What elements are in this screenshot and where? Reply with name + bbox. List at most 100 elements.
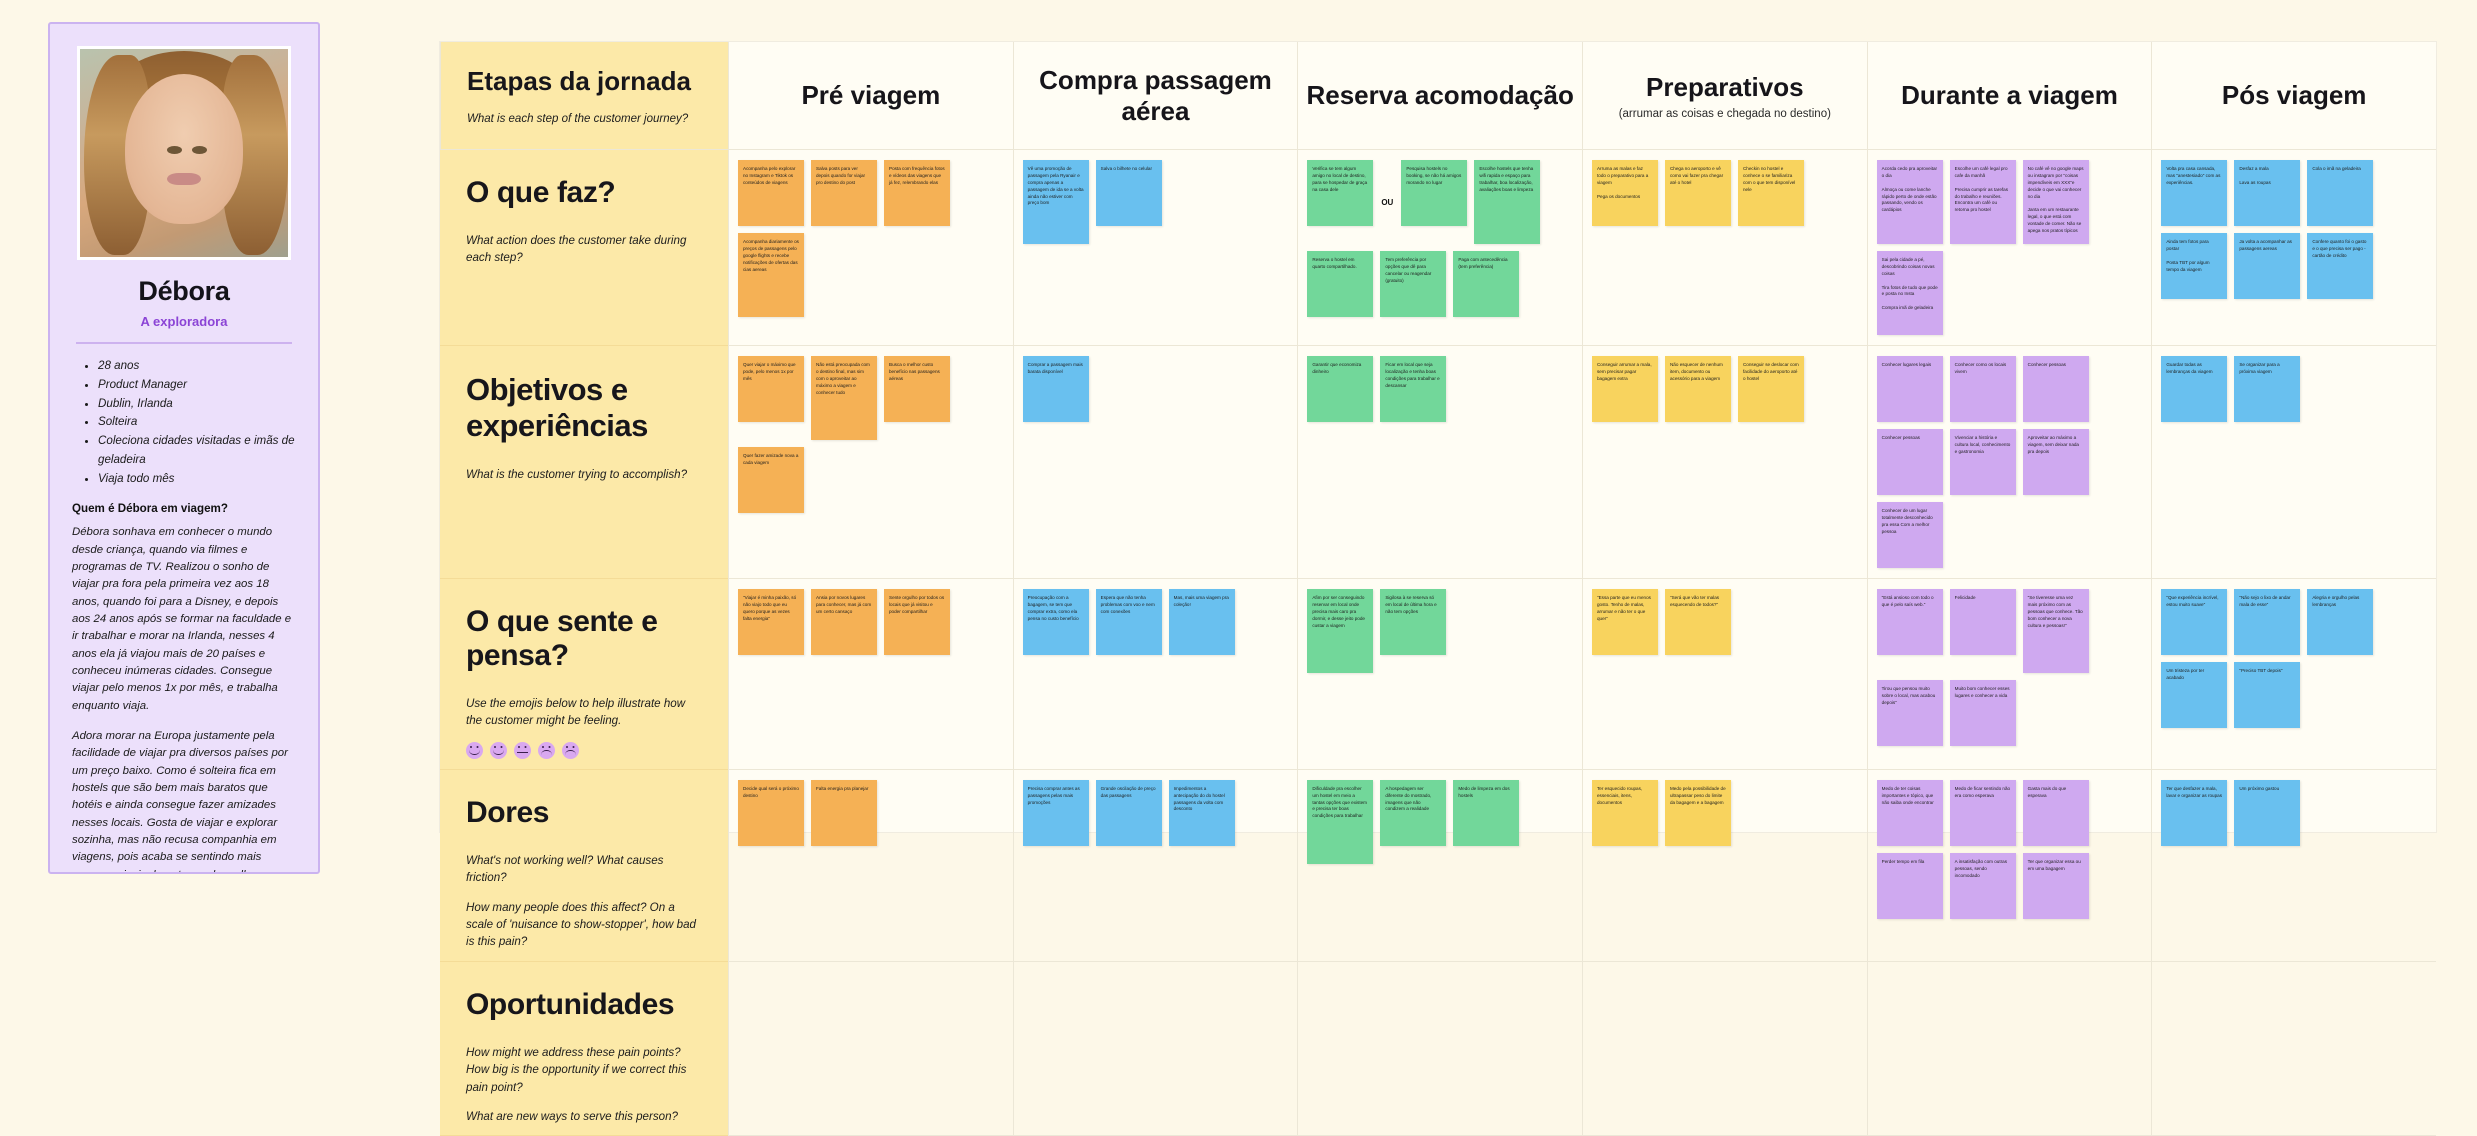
- persona-paragraph: Adora morar na Europa justamente pela fa…: [72, 730, 288, 872]
- sticky-note[interactable]: Perder tempo em fila: [1876, 852, 1943, 919]
- sticky-note[interactable]: "Essa parte que eu menos gosto. Tenho de…: [1591, 589, 1658, 655]
- sticky-note[interactable]: Ter que organizar essa ou em uma bagagem: [2022, 852, 2089, 919]
- persona-fact-item: Coleciona cidades visitadas e imãs de ge…: [98, 432, 296, 470]
- sticky-note[interactable]: Checkin no hostel e conhece o se familia…: [1737, 160, 1804, 226]
- sticky-note[interactable]: Chega no aeroporto e vê como vai fazer p…: [1664, 160, 1731, 226]
- sticky-note[interactable]: Um próximo gastou: [2234, 779, 2301, 846]
- sticky-note[interactable]: Sente orgulho por todos os locais que já…: [884, 589, 950, 655]
- sticky-note[interactable]: Mas, mais uma viagem pra coleção!: [1168, 589, 1235, 655]
- persona-photo: [77, 46, 291, 260]
- row-title: Oportunidades: [466, 987, 675, 1021]
- sticky-note[interactable]: Conseguir se deslocar com facilidade do …: [1737, 356, 1804, 422]
- sticky-note[interactable]: Alegria e orgulho pelas lembranças: [2307, 589, 2374, 655]
- sticky-note[interactable]: Se organizar para a próxima viagem: [2234, 356, 2301, 422]
- sticky-note[interactable]: Conseguir arrumar a mala, sem precisar p…: [1591, 356, 1658, 422]
- sticky-note[interactable]: Vivenciar a história e cultura local, co…: [1949, 429, 2016, 495]
- sticky-note-group: Acorda cedo pra aproveitar o dia Almoça …: [1876, 160, 2143, 335]
- sticky-note[interactable]: "Viajar é minha paixão, só não viajo tod…: [738, 589, 804, 655]
- sticky-note[interactable]: Ja volta a acompanhar as passagens aerea…: [2234, 233, 2301, 299]
- sticky-note[interactable]: Ainda tem fotos para postar Posta TBT po…: [2161, 233, 2228, 299]
- sticky-note[interactable]: Arruma as malas e faz todo o preparativo…: [1591, 160, 1658, 226]
- sticky-note[interactable]: Salva posts para ver depois quando for v…: [811, 160, 877, 226]
- sticky-note[interactable]: "Que experiência incrível, estou muito s…: [2161, 589, 2228, 655]
- sticky-note[interactable]: Conhecer pessoas: [1876, 429, 1943, 495]
- sticky-note[interactable]: Ter que desfazer a mala, lavar e organiz…: [2161, 779, 2228, 846]
- row-title: O que faz?: [466, 176, 616, 209]
- sticky-note[interactable]: Verifica se tem algum amigo no local de …: [1307, 160, 1374, 226]
- persona-facts-list: 28 anosProduct ManagerDublin, IrlandaSol…: [78, 357, 296, 488]
- sticky-note[interactable]: Precisa comprar antes as passagens pelas…: [1022, 779, 1089, 846]
- persona-fact-item: Viaja todo mês: [98, 470, 296, 489]
- sticky-note[interactable]: Ter esquecido roupas, essenciais, itens,…: [1591, 779, 1658, 846]
- sticky-note[interactable]: Paga com antecedência (tem preferência): [1453, 251, 1520, 317]
- sticky-note[interactable]: A hospedagem ser diferente do mostrado, …: [1380, 779, 1447, 846]
- sticky-note[interactable]: Sai pela cidade a pé, descobrindo coisas…: [1876, 251, 1943, 335]
- sticky-note[interactable]: Comprar a passagem mais barata disponíve…: [1022, 356, 1089, 422]
- sticky-note[interactable]: Escolhe um café legal pro cafe da manhã …: [1949, 160, 2016, 244]
- sticky-note[interactable]: Dificuldade pra escolher um hostel em me…: [1307, 779, 1374, 864]
- row-prompt: What's not working well? What causes fri…: [466, 853, 664, 885]
- sticky-note[interactable]: Volta pra casa cansada, mas "anestesiado…: [2161, 160, 2228, 226]
- sticky-note[interactable]: Conhecer como os locais vivem: [1949, 356, 2016, 422]
- sticky-note[interactable]: Vê uma promoção de passagem pela Ryanair…: [1022, 160, 1089, 244]
- sticky-note[interactable]: Medo de ficar sentindo não era como espe…: [1949, 779, 2016, 846]
- sticky-note[interactable]: Ficar em local que seja localização e te…: [1380, 356, 1447, 422]
- sticky-note[interactable]: Afim por ser conseguindo reservar em loc…: [1307, 589, 1374, 673]
- sticky-note[interactable]: Desfaz a mala Lava as roupas: [2234, 160, 2301, 226]
- sticky-note-group: Comprar a passagem mais barata disponíve…: [1022, 356, 1289, 422]
- sticky-note[interactable]: "Está ansioso com todo o que é pelo saís…: [1876, 589, 1943, 655]
- sticky-note[interactable]: Reserva o hostel em quarto compartilhado…: [1307, 251, 1374, 317]
- sticky-note[interactable]: Acompanha diariamente os preços de passa…: [738, 233, 804, 317]
- sticky-note[interactable]: Falta energia pra planejar: [811, 779, 877, 846]
- column-title: Pós viagem: [2221, 80, 2367, 110]
- sticky-note[interactable]: Ansia por novos lugares para conhecer, m…: [811, 589, 877, 655]
- sticky-note[interactable]: Escolhe hostels que tenha wifi rapida e …: [1474, 160, 1541, 244]
- persona-paragraph: Débora sonhava em conhecer o mundo desde…: [72, 526, 292, 712]
- sticky-note[interactable]: Não está preocupada com o destino final,…: [811, 356, 877, 440]
- sticky-note[interactable]: Não esquecer de nenhum item, documento o…: [1664, 356, 1731, 422]
- sticky-note[interactable]: Aproveitar ao máximo a viagem, sem deixa…: [2022, 429, 2089, 495]
- sticky-note[interactable]: No café vê no google maps ou instagram p…: [2022, 160, 2089, 244]
- sticky-note[interactable]: "Se tiveresse uma vez mais próximo com a…: [2022, 589, 2089, 673]
- sticky-note[interactable]: Conhecer de um lugar totalmente desconhe…: [1876, 502, 1943, 568]
- sticky-note[interactable]: Tem preferência por opções que dê para c…: [1380, 251, 1447, 317]
- sticky-note[interactable]: Preocupação com a bagagem, se tem que co…: [1022, 589, 1089, 655]
- sticky-note[interactable]: Gasta mais do que esperava: [2022, 779, 2089, 846]
- sticky-note[interactable]: Um tristeza por ter acabado: [2161, 662, 2228, 728]
- sticky-note[interactable]: Felicidade: [1949, 589, 2016, 655]
- sticky-note[interactable]: Salva o bilhete no celular: [1095, 160, 1162, 226]
- sticky-note[interactable]: Acompanha pelo explorar no Instagram e T…: [738, 160, 804, 226]
- sticky-note[interactable]: Medo pela possibilidade de ultrapassar p…: [1664, 779, 1731, 846]
- sticky-note[interactable]: A insatisfação com outras pessoas, sendo…: [1949, 852, 2016, 919]
- journey-cell-r3-c3: Afim por ser conseguindo reservar em loc…: [1297, 579, 1582, 770]
- sticky-note[interactable]: Decide qual será o próximo destino: [738, 779, 804, 846]
- sticky-note[interactable]: Cola o imã na geladeira: [2307, 160, 2374, 226]
- sticky-note[interactable]: Confere quanto foi o gasto e o que preci…: [2307, 233, 2374, 299]
- sticky-note[interactable]: "Será que vão ter malas esquecendo de to…: [1664, 589, 1731, 655]
- sticky-note[interactable]: Tirou que pensou muito sobre o local, ma…: [1876, 680, 1943, 746]
- sticky-note[interactable]: "Não sejo o lixo de andar mala de esse": [2234, 589, 2301, 655]
- sticky-note[interactable]: Quer viajar o máximo que pode, pelo meno…: [738, 356, 804, 422]
- sticky-note[interactable]: Conhecer pessoas: [2022, 356, 2089, 422]
- sticky-note[interactable]: Garantir que economiza dinheiro: [1307, 356, 1374, 422]
- sticky-note[interactable]: Grande oscilação de preço das passagens: [1095, 779, 1162, 846]
- sticky-note[interactable]: Quer fazer amizade nova a cada viagem: [738, 447, 804, 513]
- sticky-note[interactable]: Guardar todas as lembranças da viagem: [2161, 356, 2228, 422]
- sticky-note[interactable]: Sigilosa à se reserva só em local de últ…: [1380, 589, 1447, 655]
- column-title: Compra passagem aérea: [1039, 64, 1272, 126]
- sticky-note[interactable]: Espera que não tenha problemas com voo e…: [1095, 589, 1162, 655]
- sticky-note[interactable]: "Preciso TBT depois": [2234, 662, 2301, 728]
- sticky-note[interactable]: Posta com frequência fotos e vídeos das …: [884, 160, 950, 226]
- sticky-note[interactable]: Busca o melhor custo benefício nas passa…: [884, 356, 950, 422]
- row-prompt: What action does the customer take durin…: [466, 234, 687, 265]
- sticky-note[interactable]: Medo de limpeza em dos hostels: [1453, 779, 1520, 846]
- sticky-note[interactable]: Medo de ter coisas importantes e tópico,…: [1876, 779, 1943, 846]
- sticky-note[interactable]: Muito bom conhecer esses lugares e conhe…: [1949, 680, 2016, 746]
- sticky-note[interactable]: Impedimentos a antecipação do do hostel …: [1168, 779, 1235, 846]
- sticky-note[interactable]: Pesquisa hostels no booking, se não há a…: [1401, 160, 1468, 226]
- sticky-note[interactable]: Conhecer lugares legais: [1876, 356, 1943, 422]
- sticky-note[interactable]: Acorda cedo pra aproveitar o dia Almoça …: [1876, 160, 1943, 244]
- journey-cell-r5-c3: [1297, 961, 1582, 1136]
